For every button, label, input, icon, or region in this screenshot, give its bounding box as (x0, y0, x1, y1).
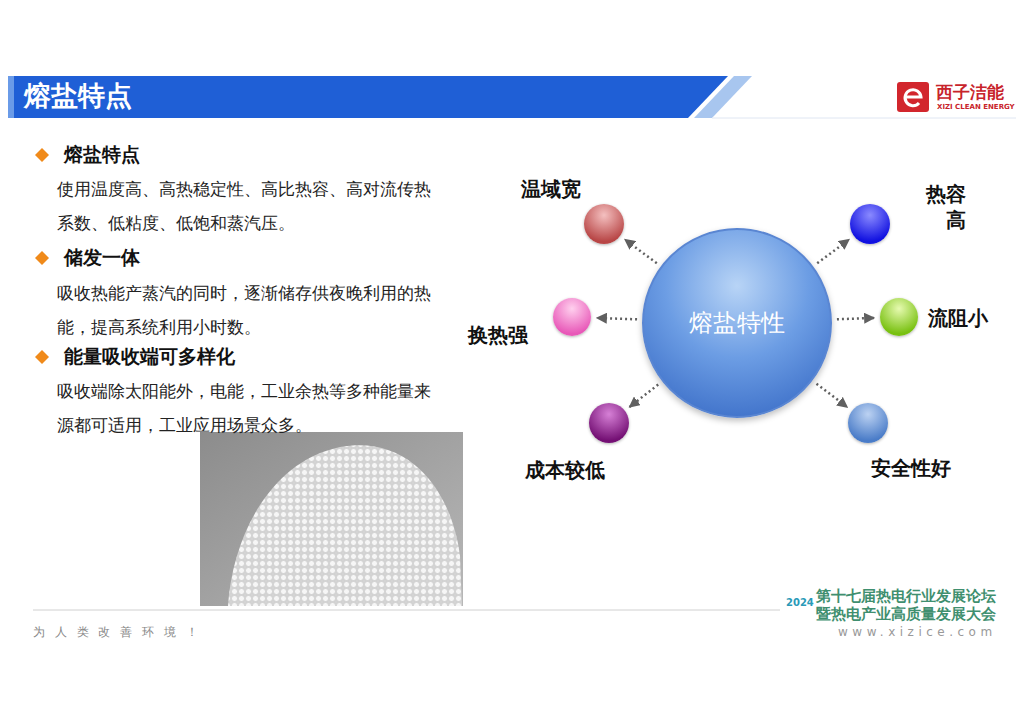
event-name: 第十七届热电行业发展论坛 (816, 587, 996, 605)
feature-label: 成本较低 (525, 458, 605, 483)
section-heading: 熔盐特点 (64, 143, 140, 167)
feature-node: 温域宽 (584, 204, 624, 244)
feature-label: 安全性好 (871, 456, 951, 481)
salt-photo (200, 432, 463, 606)
feature-node: 成本较低 (589, 403, 629, 443)
bullet-diamond (35, 148, 49, 162)
header-band (8, 76, 728, 118)
slogan: 为 人 类 改 善 环 境 ！ (33, 625, 201, 640)
feature-node: 热容 高 (850, 204, 890, 244)
feature-label: 流阻小 (928, 306, 988, 331)
dotted-arrow (629, 385, 658, 407)
dotted-arrow (837, 318, 874, 319)
logo-mark (905, 90, 921, 106)
feature-dot (848, 403, 888, 443)
feature-label: 温域宽 (521, 177, 581, 202)
header-stripe (694, 76, 752, 118)
feature-node: 换热强 (553, 298, 591, 336)
header-edge (8, 76, 14, 118)
dotted-arrow (817, 240, 849, 264)
feature-node: 流阻小 (880, 298, 918, 336)
dotted-arrow (625, 240, 657, 264)
event-year: 2024 (786, 597, 814, 610)
center-circle: 熔盐特性 (642, 228, 832, 418)
feature-dot (850, 204, 890, 244)
feature-dot (553, 298, 591, 336)
feature-label: 换热强 (468, 323, 528, 348)
bullet-diamond (35, 251, 49, 265)
salt-pile (228, 445, 462, 606)
logo-icon (897, 82, 929, 112)
header-rule (712, 118, 1016, 119)
feature-dot (584, 204, 624, 244)
section-heading: 能量吸收端可多样化 (64, 345, 235, 369)
dotted-arrow (816, 384, 847, 408)
section-body: 使用温度高、高热稳定性、高比热容、高对流传热系数、低粘度、低饱和蒸汽压。 (57, 172, 439, 240)
section-heading: 储发一体 (64, 246, 140, 270)
dotted-arrow (597, 318, 637, 319)
feature-node: 安全性好 (848, 403, 888, 443)
feature-label: 热容 高 (920, 181, 966, 233)
slide-title: 熔盐特点 (24, 79, 132, 113)
logo-text: 西子洁能 (936, 82, 1004, 103)
footer-rule (33, 610, 780, 611)
feature-dot (589, 403, 629, 443)
website: www.xizice.com (838, 625, 997, 640)
bullet-diamond (35, 350, 49, 364)
feature-dot (880, 298, 918, 336)
logo-subtext: XIZI CLEAN ENERGY (937, 103, 1015, 112)
section-body: 吸收热能产蒸汽的同时，逐渐储存供夜晚利用的热能，提高系统利用小时数。 (57, 276, 439, 344)
section-body: 吸收端除太阳能外，电能，工业余热等多种能量来源都可适用，工业应用场景众多。 (57, 374, 439, 442)
circle-label: 熔盐特性 (642, 228, 832, 418)
event-name: 暨热电产业高质量发展大会 (816, 605, 996, 623)
